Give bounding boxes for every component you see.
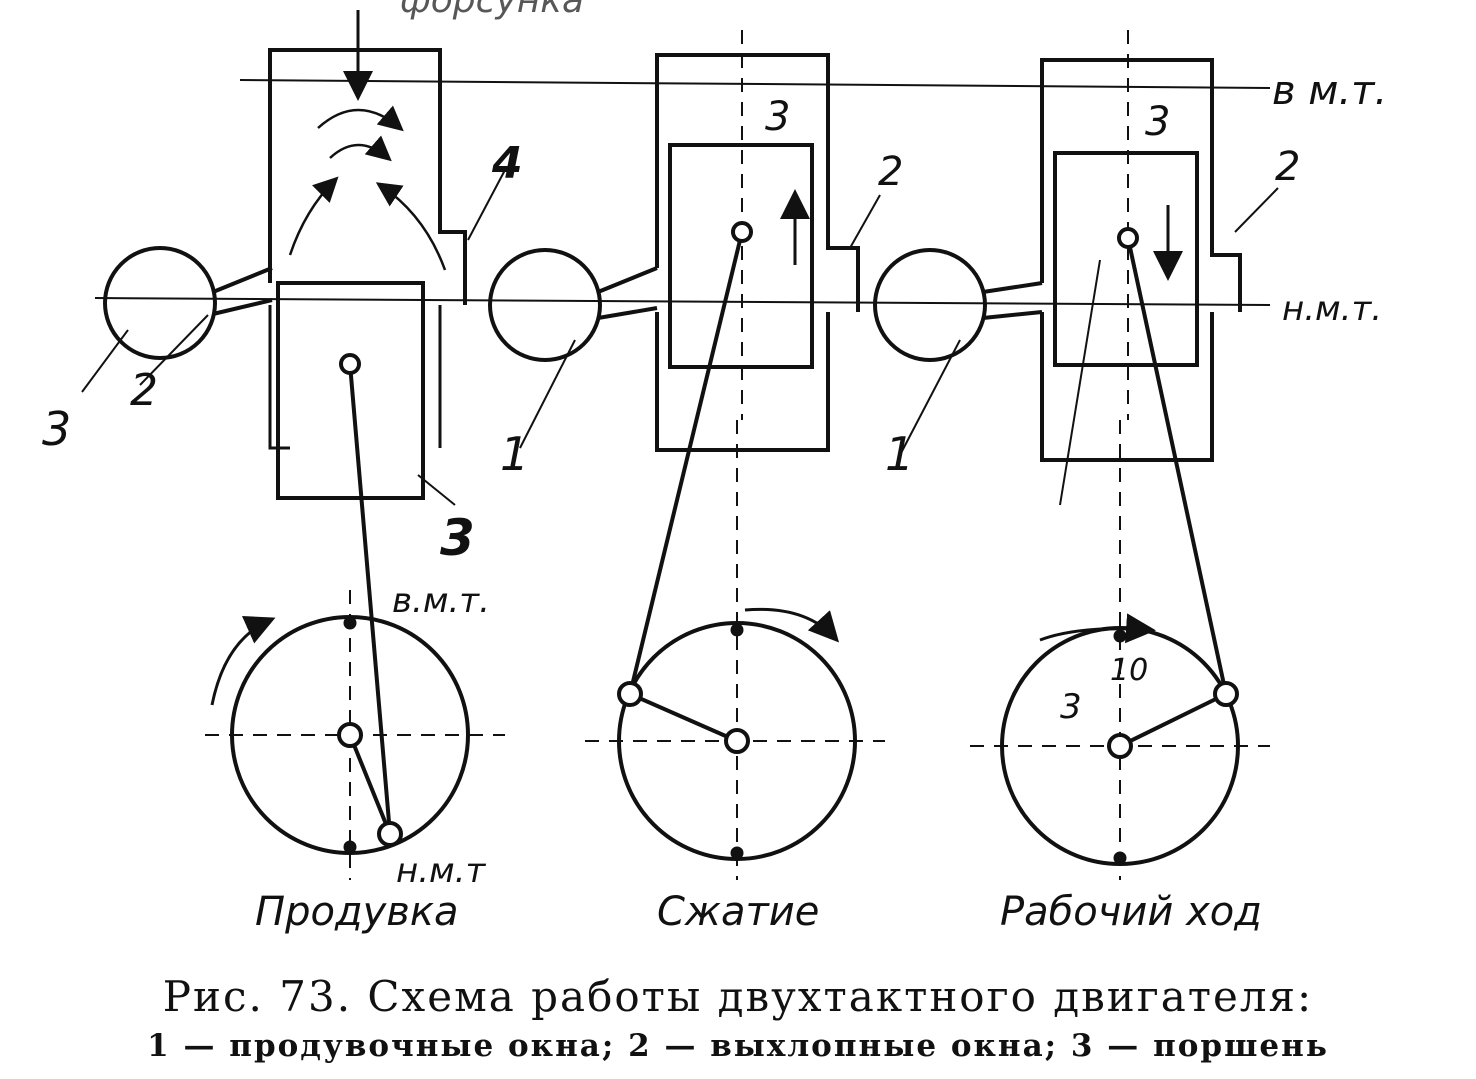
label-2-a: 2 bbox=[130, 365, 158, 416]
label-3-c: 3 bbox=[765, 94, 790, 140]
label-4: 4 bbox=[491, 138, 523, 189]
stage-label-purge: Продувка bbox=[255, 889, 459, 935]
label-angle-a: 3 bbox=[1060, 687, 1082, 727]
label-3-d: 3 bbox=[1145, 99, 1170, 145]
label-bdc-small: н.м.т bbox=[396, 851, 486, 891]
label-1-b: 1 bbox=[885, 427, 914, 481]
stage-power bbox=[873, 58, 1242, 866]
tdc-line bbox=[239, 79, 1271, 89]
figure-caption: Рис. 73. Схема работы двухтактного двига… bbox=[162, 972, 1314, 1021]
stage-purge bbox=[103, 10, 470, 855]
label-angle-b: 10 bbox=[1110, 653, 1148, 688]
stage-compression bbox=[488, 53, 860, 861]
label-note: форсунка bbox=[400, 0, 584, 21]
piston-1 bbox=[276, 281, 425, 500]
label-bdc: н.м.т. bbox=[1282, 289, 1382, 329]
stage-label-compression: Сжатие bbox=[657, 889, 819, 935]
receiver-1 bbox=[103, 246, 217, 360]
label-1-a: 1 bbox=[500, 427, 529, 481]
receiver-2 bbox=[488, 248, 602, 362]
label-2-b: 2 bbox=[878, 149, 903, 195]
piston-3 bbox=[1053, 151, 1199, 367]
cylinder-2 bbox=[655, 53, 860, 312]
receiver-3 bbox=[873, 248, 987, 362]
label-tdc: в м.т. bbox=[1272, 68, 1387, 114]
cylinder-3 bbox=[1040, 58, 1242, 312]
cylinder-1 bbox=[268, 48, 467, 305]
bdc-line bbox=[94, 297, 1271, 306]
label-tdc-small: в.м.т. bbox=[392, 581, 490, 621]
label-3-a: 3 bbox=[42, 402, 71, 456]
label-3-b: 3 bbox=[440, 509, 475, 567]
stage-label-power: Рабочий ход bbox=[1000, 889, 1262, 935]
figure-legend: 1 — продувочные окна; 2 — выхлопные окна… bbox=[147, 1028, 1329, 1064]
label-2-c: 2 bbox=[1275, 144, 1300, 190]
